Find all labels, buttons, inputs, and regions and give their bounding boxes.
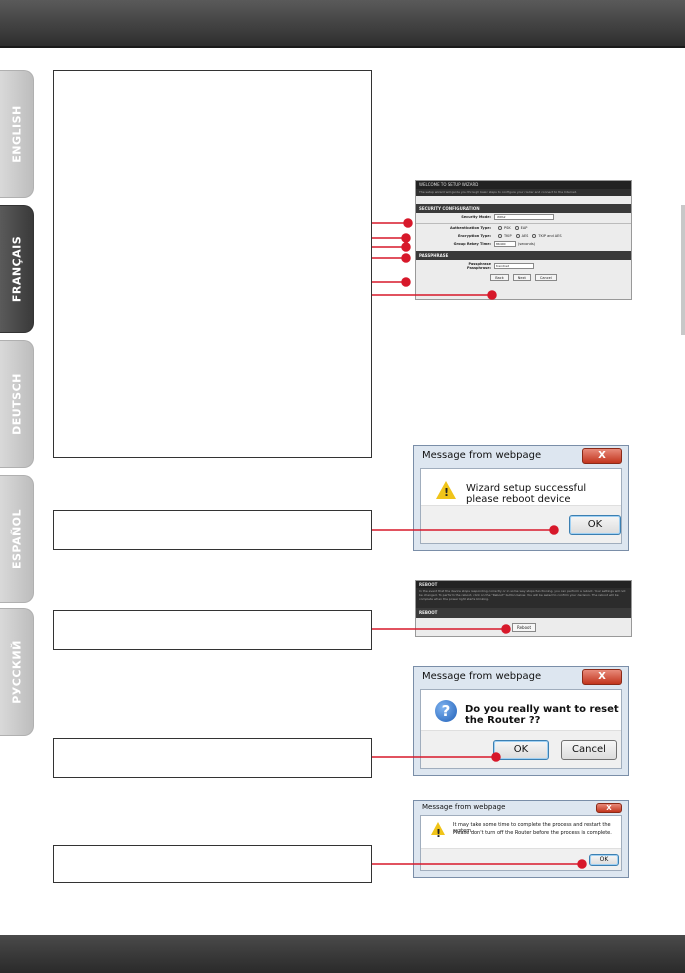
radio-label: TKIP [504, 234, 512, 238]
tab-label: ESPAÑOL [10, 508, 23, 570]
radio-label: EAP [520, 226, 528, 230]
warning-icon [436, 481, 456, 499]
dialog-client: Wizard setup successful please reboot de… [420, 468, 622, 544]
dialog-title-text: Message from webpage [422, 450, 542, 461]
radio-tkip[interactable] [498, 234, 502, 238]
security-mode-select[interactable]: WPA2 [494, 214, 554, 220]
wizard-title: WELCOME TO SETUP WIZARD [416, 181, 631, 189]
dialog-message: Do you really want to reset the Router ?… [465, 704, 619, 726]
tab-label: ENGLISH [10, 105, 23, 163]
close-icon[interactable]: X [582, 448, 622, 464]
group-key-input[interactable]: 86400 [494, 241, 516, 247]
encryption-label: Encryption Type: [458, 234, 491, 238]
close-icon[interactable]: X [582, 669, 622, 685]
tab-label: РУССКИЙ [10, 640, 23, 704]
radio-aes[interactable] [515, 234, 520, 238]
radio-label: TKIP and AES [538, 234, 562, 238]
reboot-button[interactable]: Reboot [512, 623, 537, 632]
page-edge-marker [681, 205, 685, 335]
ok-button[interactable]: OK [569, 515, 621, 535]
security-mode-label: Security Mode: [461, 215, 491, 219]
radio-label: PSK [504, 226, 511, 230]
reboot-description: In the event that the device stops respo… [416, 588, 631, 608]
ok-button[interactable]: OK [493, 740, 549, 760]
radio-label: AES [521, 234, 529, 238]
cancel-button[interactable]: Cancel [561, 740, 617, 760]
radio-tkip-aes[interactable] [532, 234, 537, 238]
callout-box-reboot [53, 610, 372, 650]
tab-espanol[interactable]: ESPAÑOL [0, 475, 34, 603]
next-button[interactable]: Next [512, 274, 531, 281]
header-bar [0, 0, 685, 48]
auth-type-label: Authentication Type: [449, 226, 491, 230]
setup-wizard-screenshot: WELCOME TO SETUP WIZARD The setup wizard… [415, 180, 632, 300]
dialog-restart-wait: Message from webpage X It may take some … [413, 800, 629, 878]
dialog-title-text: Message from webpage [422, 671, 542, 682]
question-icon: ? [435, 700, 457, 722]
dialog-title-text: Message from webpage [422, 803, 506, 811]
group-key-row: Group Rekey Time: 86400 (seconds) [416, 240, 631, 248]
tab-russian[interactable]: РУССКИЙ [0, 608, 34, 736]
encryption-row: Encryption Type: TKIP AES TKIP and AES [416, 232, 631, 240]
dialog-wizard-success: Message from webpage X Wizard setup succ… [413, 445, 629, 551]
reboot-section-header: REBOOT [416, 608, 631, 618]
callout-box-wait-ok [53, 845, 372, 883]
passphrase-label: Passphrase Passphrase: [416, 262, 494, 270]
reboot-button-row: Reboot [416, 618, 631, 636]
dialog-message-line1: It may take some time to complete the pr… [453, 822, 611, 834]
dialog-title: Message from webpage X [414, 801, 628, 815]
passphrase-header: PASSPHRASE [416, 251, 631, 260]
footer-bar [0, 935, 685, 973]
dialog-title: Message from webpage X [414, 446, 628, 468]
warning-icon [431, 822, 445, 840]
security-mode-row: Security Mode: WPA2 [416, 213, 631, 221]
passphrase-input[interactable]: trendnet [494, 263, 534, 269]
wizard-subtitle: The setup wizard will guide you through … [416, 189, 631, 196]
dialog-message: Wizard setup successful please reboot de… [466, 483, 587, 505]
close-icon[interactable]: X [596, 803, 622, 813]
passphrase-label-line1: Passphrase [468, 262, 491, 266]
wizard-buttons: Back Next Cancel [416, 272, 631, 283]
tab-deutsch[interactable]: DEUTSCH [0, 340, 34, 468]
passphrase-label-line2: Passphrase: [467, 266, 491, 270]
dialog-message-line2: Please don't turn off the Router before … [453, 830, 612, 836]
callout-box-reset-ok [53, 738, 372, 778]
ok-button[interactable]: OK [589, 854, 619, 866]
dialog-footer: OK [421, 848, 621, 870]
group-key-label: Group Rekey Time: [453, 242, 491, 246]
group-key-unit: (seconds) [518, 242, 536, 246]
auth-type-row: Authentication Type: PSK EAP [416, 224, 631, 232]
tab-label: FRANÇAIS [10, 235, 23, 303]
cancel-button[interactable]: Cancel [534, 274, 557, 281]
back-button[interactable]: Back [490, 274, 509, 281]
dialog-footer: OK Cancel [421, 730, 621, 768]
dialog-reset-confirm: Message from webpage X ? Do you really w… [413, 666, 629, 776]
passphrase-row: Passphrase Passphrase: trendnet [416, 260, 631, 272]
reboot-header: REBOOT [416, 581, 631, 588]
dialog-title: Message from webpage X [414, 667, 628, 689]
reboot-screenshot: REBOOT In the event that the device stop… [415, 580, 632, 637]
radio-psk[interactable] [498, 226, 502, 230]
security-config-header: SECURITY CONFIGURATION [416, 204, 631, 213]
dialog-client: It may take some time to complete the pr… [420, 815, 622, 871]
tab-english[interactable]: ENGLISH [0, 70, 34, 198]
dialog-footer: OK [421, 505, 621, 543]
radio-eap[interactable] [514, 226, 519, 230]
tab-francais[interactable]: FRANÇAIS [0, 205, 34, 333]
callout-box-ok [53, 510, 372, 550]
callout-box-wizard [53, 70, 372, 458]
dialog-client: ? Do you really want to reset the Router… [420, 689, 622, 769]
tab-label: DEUTSCH [10, 373, 23, 435]
